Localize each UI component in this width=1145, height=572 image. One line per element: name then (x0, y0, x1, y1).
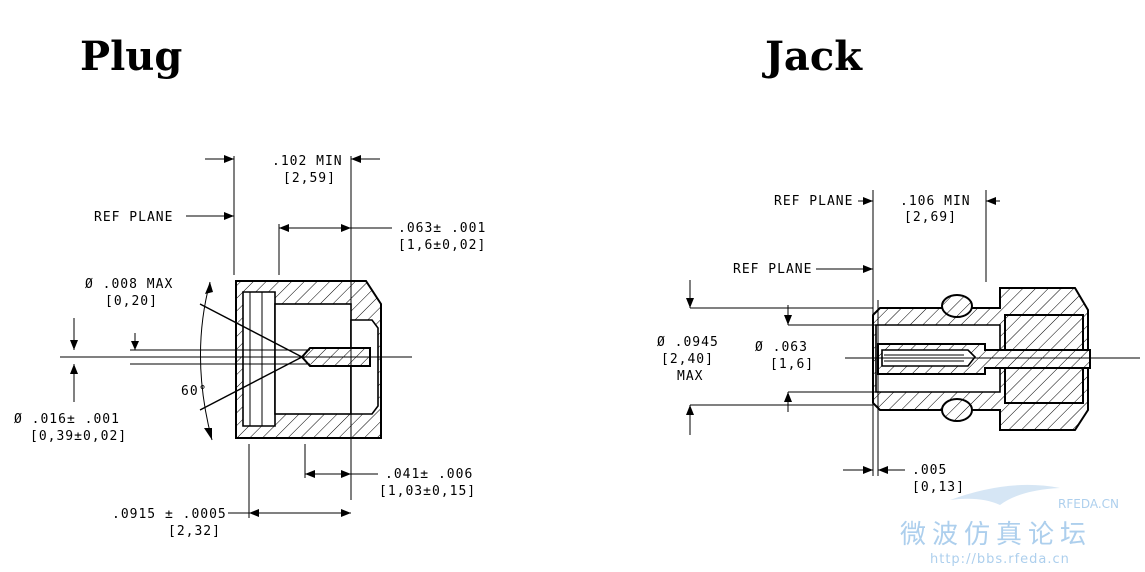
jack-dim-0945: Ø .0945 (657, 335, 719, 350)
plug-dim-0915: .0915 ± .0005 (112, 507, 227, 522)
jack-dim-106: .106 MIN (900, 194, 971, 209)
plug-dim-063-mm: [1,6±0,02] (398, 238, 486, 253)
plug-dim-041: .041± .006 (385, 467, 473, 482)
jack-ref-plane-label-1: REF PLANE (774, 194, 853, 209)
jack-dim-106-mm: [2,69] (904, 210, 957, 225)
jack-oring-top (941, 294, 973, 318)
plug-dim-102: .102 MIN (272, 154, 343, 169)
watermark-url: http://bbs.rfeda.cn (930, 552, 1070, 567)
jack-dim-005: .005 (912, 463, 947, 478)
plug-dim-0915-mm: [2,32] (168, 524, 221, 539)
watermark: RFEDA.CN 微波仿真论坛 http://bbs.rfeda.cn (900, 484, 1119, 567)
plug-dim-102-mm: [2,59] (283, 171, 336, 186)
jack-dim-005-mm: [0,13] (912, 480, 965, 495)
jack-ref-plane-label-2: REF PLANE (733, 262, 812, 277)
plug-angle-label: 60° (181, 384, 207, 399)
plug-dim-016-mm: [0,39±0,02] (30, 429, 127, 444)
watermark-chinese: 微波仿真论坛 (900, 520, 1092, 550)
jack-oring-bottom (941, 398, 973, 422)
plug-ref-plane-label: REF PLANE (94, 210, 173, 225)
plug-drawing: REF PLANE .102 MIN [2,59] .063± .001 [1,… (14, 154, 486, 539)
plug-dim-063: .063± .001 (398, 221, 486, 236)
plug-front-channel (242, 291, 276, 427)
plug-dim-016: Ø .016± .001 (14, 412, 120, 427)
jack-dim-063-mm: [1,6] (770, 357, 814, 372)
jack-dim-0945-mm: [2,40] (661, 352, 714, 367)
plug-dim-041-mm: [1,03±0,15] (379, 484, 476, 499)
jack-dim-0945-max: MAX (677, 369, 703, 384)
plug-dim-008: Ø .008 MAX (85, 277, 173, 292)
jack-drawing: REF PLANE REF PLANE .106 MIN [2,69] Ø .0… (657, 190, 1140, 495)
plug-title: Plug (80, 33, 182, 80)
watermark-brand: RFEDA.CN (1058, 497, 1119, 511)
jack-title: Jack (762, 33, 863, 80)
plug-dim-008-mm: [0,20] (105, 294, 158, 309)
watermark-logo-wing (950, 484, 1060, 505)
jack-dim-063: Ø .063 (755, 340, 808, 355)
